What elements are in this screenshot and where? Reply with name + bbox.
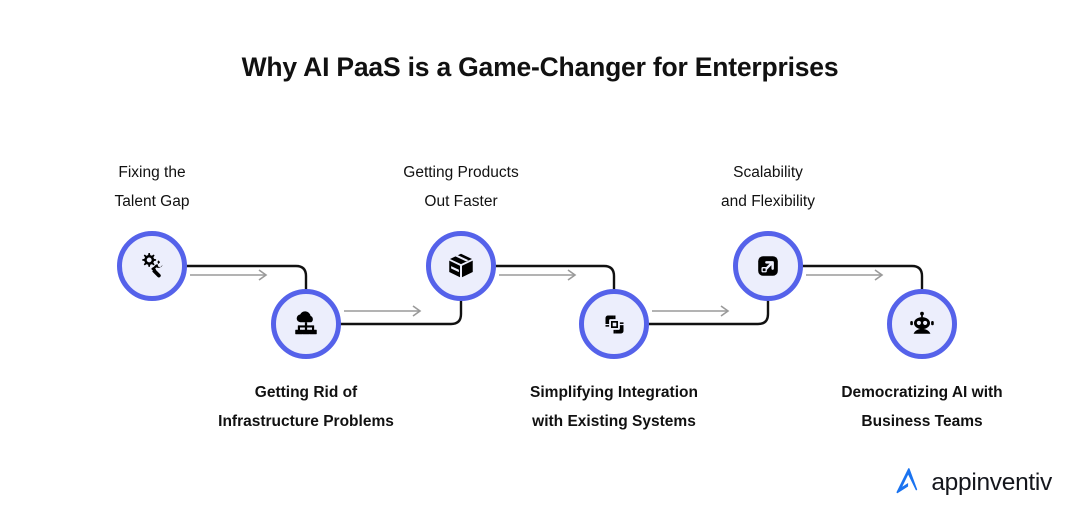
appinventiv-a-mark-icon (892, 464, 925, 502)
robot-head-icon (907, 309, 937, 339)
flow-node-2-label-line1: Getting Rid of (254, 384, 358, 401)
brand-logo: appinventiv (892, 464, 1052, 502)
flow-node-5[interactable] (733, 231, 803, 301)
connector-black-4 (614, 266, 770, 326)
flow-node-1[interactable] (117, 231, 187, 301)
flow-node-3[interactable] (426, 231, 496, 301)
flow-node-4-label-line1: Simplifying Integration (530, 384, 698, 401)
cloud-network-icon (291, 309, 321, 339)
connector-black-5 (768, 264, 924, 324)
flow-node-2-label-line2: Infrastructure Problems (218, 413, 394, 430)
flow-node-3-label: Getting Products Out Faster (361, 158, 561, 216)
flow-node-3-label-line2: Out Faster (424, 193, 498, 210)
flow-node-5-label-line1: Scalability (733, 164, 803, 181)
flow-node-6-label-line2: Business Teams (861, 413, 983, 430)
flow-node-5-label-line2: and Flexibility (721, 193, 815, 210)
flow-node-1-label-line1: Fixing the (118, 164, 186, 181)
gear-wrench-icon (137, 251, 167, 281)
flow-node-6[interactable] (887, 289, 957, 359)
flow-arrow-4 (652, 305, 730, 317)
page-title: Why AI PaaS is a Game-Changer for Enterp… (241, 52, 839, 82)
flow-node-4-label: Simplifying Integration with Existing Sy… (484, 378, 744, 436)
connector-black-3 (461, 264, 616, 324)
package-box-icon (446, 251, 476, 281)
flow-node-6-label-line1: Democratizing AI with (841, 384, 1003, 401)
expand-arrow-icon (754, 252, 782, 280)
brand-logo-text: appinventiv (931, 469, 1052, 496)
flow-node-1-label: Fixing the Talent Gap (52, 158, 252, 216)
connector-black-1 (152, 264, 308, 324)
flow-node-3-label-line1: Getting Products (403, 164, 519, 181)
flow-node-5-label: Scalability and Flexibility (678, 158, 858, 216)
flow-arrow-1 (190, 269, 268, 281)
flow-arrow-5 (806, 269, 884, 281)
connector-black-2 (306, 266, 463, 326)
overlapping-squares-icon (601, 311, 628, 338)
flow-node-4-label-line2: with Existing Systems (532, 413, 696, 430)
flow-node-6-label: Democratizing AI with Business Teams (797, 378, 1047, 436)
flow-node-4[interactable] (579, 289, 649, 359)
flow-arrow-2 (344, 305, 422, 317)
flow-node-2-label: Getting Rid of Infrastructure Problems (166, 378, 446, 436)
flow-node-1-label-line2: Talent Gap (114, 193, 190, 210)
flow-arrow-3 (499, 269, 577, 281)
flow-node-2[interactable] (271, 289, 341, 359)
